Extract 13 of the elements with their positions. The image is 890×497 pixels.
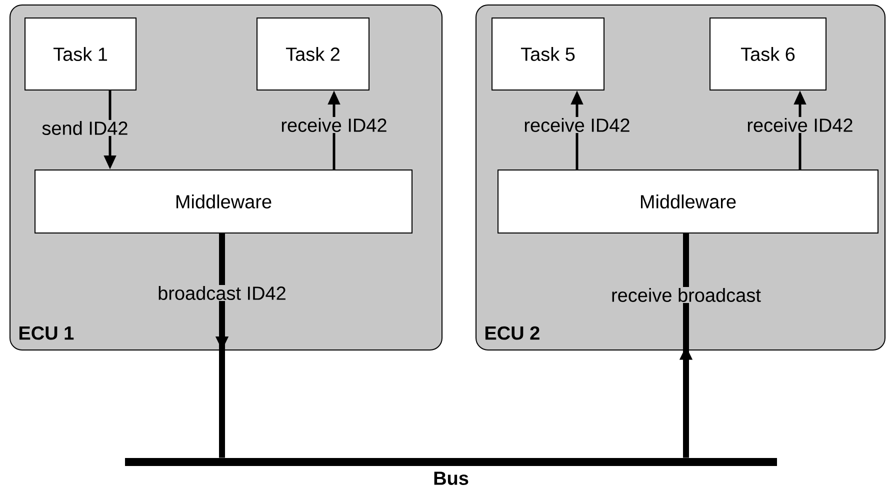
middleware-box: Middleware	[498, 170, 878, 234]
task-box: Task 2	[256, 18, 370, 90]
bus-line: Bus	[125, 458, 777, 485]
middleware-box: Middleware	[34, 170, 412, 234]
task-box: Task 5	[492, 18, 604, 90]
edge-label: send ID42	[42, 121, 128, 135]
edge-label: receive ID42	[748, 118, 852, 132]
task-box: Task 6	[710, 18, 826, 90]
edge-label: receive broadcast	[612, 288, 761, 302]
edge-label: broadcast ID42	[158, 286, 286, 300]
edge-label: receive ID42	[524, 118, 630, 132]
task-box: Task 1	[24, 18, 136, 90]
edge-label: receive ID42	[282, 118, 386, 132]
